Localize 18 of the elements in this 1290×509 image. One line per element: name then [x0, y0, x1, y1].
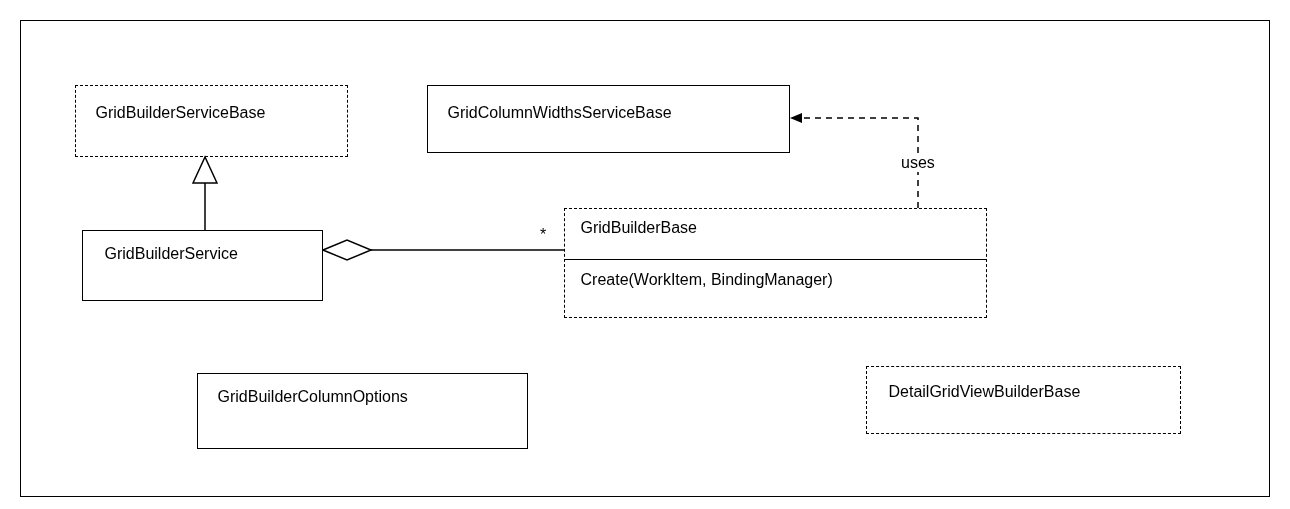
class-name: GridBuilderColumnOptions: [217, 387, 408, 406]
class-name: GridBuilderBase: [580, 218, 697, 237]
class-box: [196, 372, 528, 449]
class-box: [426, 84, 790, 153]
class-name: GridBuilderServiceBase: [95, 103, 266, 122]
package-frame: [20, 20, 1270, 497]
class-name: GridBuilderService: [104, 244, 238, 263]
class-name: GridColumnWidthsServiceBase: [447, 103, 672, 122]
dependency-arrow: [789, 113, 919, 209]
aggregation-line: [322, 239, 565, 261]
method-text: Create(WorkItem, BindingManager): [580, 270, 833, 289]
multiplicity-label: *: [540, 226, 547, 244]
class-box: [865, 365, 1181, 434]
class-name: DetailGridViewBuilderBase: [888, 382, 1081, 401]
class-box: [563, 207, 987, 318]
inheritance-arrow: [192, 156, 218, 231]
class-box: [81, 229, 323, 301]
class-box: [74, 84, 348, 157]
